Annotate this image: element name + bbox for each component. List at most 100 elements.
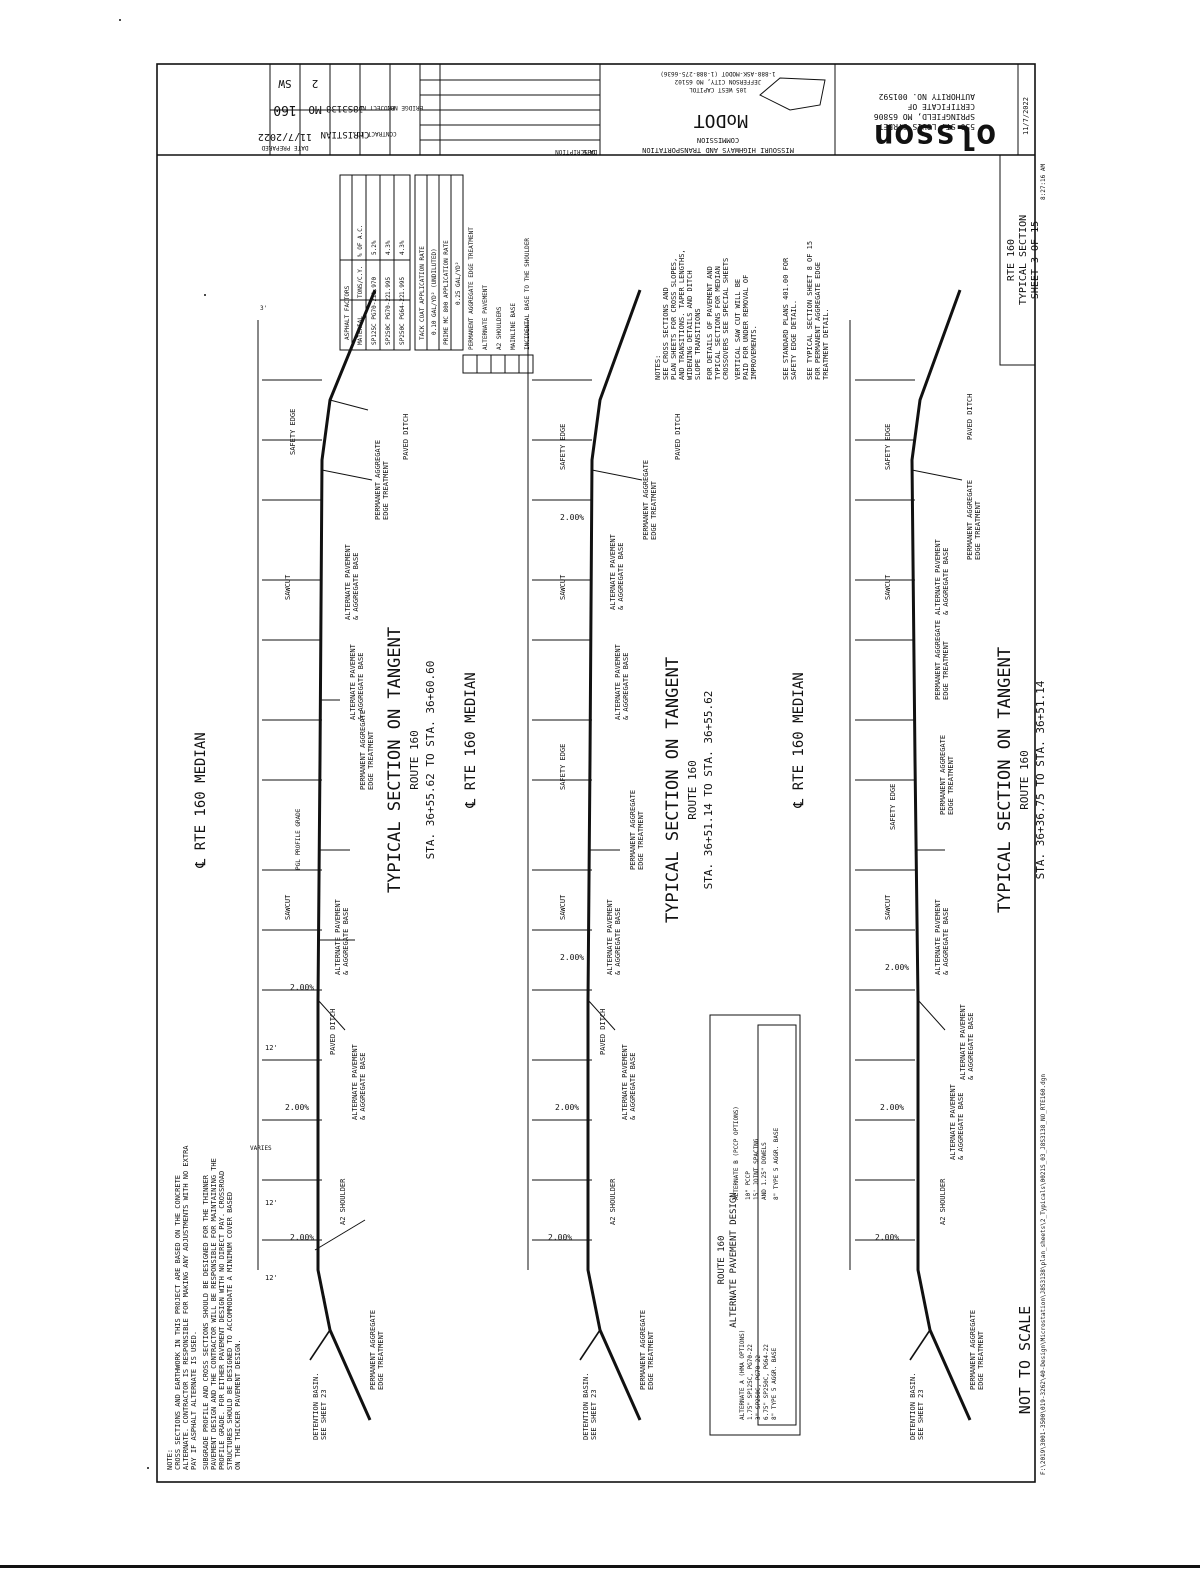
slope-label: 2.00% bbox=[290, 983, 314, 992]
sheet-title-2: TYPICAL SECTION bbox=[1018, 215, 1029, 305]
tack-coat-rate: 0.10 GAL/YD² (UNDILUTED) bbox=[431, 248, 438, 335]
alt-design-subtitle: ALTERNATE PAVEMENT DESIGN bbox=[729, 1192, 739, 1327]
callout-text: PERMANENT AGGREGATE bbox=[966, 480, 974, 560]
note-line: SEE STANDARD PLANS 401.00 FOR bbox=[782, 257, 790, 380]
slope-label: 2.00% bbox=[885, 963, 909, 972]
median-label: ℄ RTE 160 MEDIAN bbox=[463, 672, 479, 808]
callout-text: PAVED DITCH bbox=[329, 1009, 337, 1055]
callout-text: EDGE TREATMENT bbox=[942, 640, 950, 700]
bottom-border-line bbox=[0, 1565, 1200, 1568]
dimension-label: 12' bbox=[265, 1199, 278, 1207]
slope-label: 2.00% bbox=[560, 513, 584, 522]
callout-text: EDGE TREATMENT bbox=[977, 1330, 985, 1390]
callout-text: ALTERNATE PAVEMENT bbox=[934, 898, 942, 975]
modot-address-1: 105 WEST CAPITOL bbox=[689, 86, 747, 93]
plot-time: 8:27:16 AM bbox=[1040, 163, 1047, 200]
callout-text: ALTERNATE PAVEMENT bbox=[959, 1003, 967, 1080]
callout-text: SAWCUT bbox=[559, 574, 567, 600]
asphalt-factors-title: ASPHALT FACTORS bbox=[344, 285, 351, 340]
callout-text: SAFETY EDGE bbox=[559, 424, 567, 470]
callout-text: SEE SHEET 23 bbox=[917, 1389, 925, 1440]
slope-label: 2.00% bbox=[548, 1233, 572, 1242]
alt-a-line: 1.75" SP125C, PG70-22 bbox=[747, 1344, 754, 1420]
alternate-pavement-design: ROUTE 160 ALTERNATE PAVEMENT DESIGN ALTE… bbox=[709, 1014, 801, 1436]
notes-right: NOTES: SEE CROSS SECTIONS AND PLAN SHEET… bbox=[654, 241, 830, 380]
modot-logo-text: MoDOT bbox=[694, 110, 748, 131]
callout-text: SAFETY EDGE bbox=[289, 409, 297, 455]
callout-text: PAVED DITCH bbox=[599, 1009, 607, 1055]
note-line: ALTERNATE. CONTRACTOR IS RESPONSIBLE FOR… bbox=[182, 1145, 190, 1470]
note-line: FOR PERMANENT AGGREGATE EDGE bbox=[814, 262, 822, 380]
callout-text: SAFETY EDGE bbox=[889, 784, 897, 830]
note-title: NOTE: bbox=[166, 1449, 174, 1470]
callout-text: PGL PROFILE GRADE bbox=[295, 808, 302, 870]
callout-text: A2 SHOULDER bbox=[339, 1178, 347, 1225]
note-line: PAVEMENT DESIGN AND THE CONTRACTOR WILL … bbox=[210, 1158, 218, 1470]
callout-text: PERMANENT AGGREGATE bbox=[934, 620, 942, 700]
table-cell: 4.3% bbox=[399, 240, 406, 255]
alt-b-line: 15' JOINT SPACING bbox=[753, 1138, 760, 1200]
state-value: MO bbox=[308, 103, 321, 116]
county-value: CHRISTIAN bbox=[321, 129, 370, 139]
note-line: TREATMENT DETAIL. bbox=[822, 308, 830, 380]
callout-text: SAWCUT bbox=[559, 894, 567, 920]
note-line: ON THE THICKER PAVEMENT DESIGN. bbox=[234, 1339, 242, 1470]
note-line: STRUCTURES SHOULD BE DESIGNED TO ACCOMMO… bbox=[226, 1192, 234, 1470]
callout-text: EDGE TREATMENT bbox=[947, 755, 955, 815]
table-header: % OF A.C. bbox=[357, 224, 364, 257]
note-line: PAID FOR UNDER REMOVAL OF bbox=[742, 275, 750, 380]
section-station: STA. 36+55.62 TO STA. 36+60.60 bbox=[424, 661, 437, 860]
callout-text: & AGGREGATE BASE bbox=[942, 908, 950, 975]
callout-text: EDGE TREATMENT bbox=[637, 810, 645, 870]
slope-label: 2.00% bbox=[875, 1233, 899, 1242]
callout-text: & AGGREGATE BASE bbox=[622, 653, 630, 720]
median-label: ℄ RTE 160 MEDIAN bbox=[791, 672, 807, 808]
legend-item: A2 SHOULDERS bbox=[496, 306, 503, 350]
callout-text: & AGGREGATE BASE bbox=[342, 908, 350, 975]
tack-coat-table: TACK COAT APPLICATION RATE 0.10 GAL/YD² … bbox=[414, 174, 464, 351]
olsson-address-2: SPRINGFIELD, MO 65806 bbox=[874, 112, 975, 121]
slope-label: 2.00% bbox=[285, 1103, 309, 1112]
sheet-border bbox=[156, 63, 1036, 1483]
callout-text: SAWCUT bbox=[284, 894, 292, 920]
table-header: MATERIAL bbox=[357, 316, 364, 345]
callout-text: SAWCUT bbox=[884, 574, 892, 600]
date-label: DATE bbox=[582, 148, 597, 155]
title-block: DATE PREPARED 11/7/2022 160 SW MO 2 CHRI… bbox=[157, 64, 1035, 156]
callout-text: SEE SHEET 23 bbox=[320, 1389, 328, 1440]
olsson-logo-text: olsson bbox=[874, 116, 997, 156]
notes-top: NOTE: CROSS SECTIONS AND EARTHWORK IN TH… bbox=[166, 1145, 242, 1470]
typical-section-2 bbox=[527, 289, 643, 1421]
section-station: STA. 36+36.75 TO STA. 36+51.14 bbox=[1034, 680, 1047, 879]
callout-text: EDGE TREATMENT bbox=[367, 730, 375, 790]
section-route: ROUTE 160 bbox=[408, 730, 421, 790]
callout-text: DETENTION BASIN. bbox=[909, 1373, 917, 1440]
callout-text: SAWCUT bbox=[884, 894, 892, 920]
sheet-title-box bbox=[999, 154, 1036, 366]
note-line: SUBGRADE PROFILE AND CROSS SECTIONS SHOU… bbox=[202, 1174, 210, 1470]
bridge-label: BRIDGE NO. bbox=[387, 104, 423, 111]
section-station: STA. 36+51.14 TO STA. 36+55.62 bbox=[702, 691, 715, 890]
note-line: AND TRANSITIONS. TAPER LENGTHS, bbox=[678, 249, 686, 380]
sheet-title-3: SHEET 3 OF 15 bbox=[1030, 221, 1041, 299]
callout-text: ALTERNATE PAVEMENT bbox=[344, 543, 352, 620]
callout-text: A2 SHOULDER bbox=[939, 1178, 947, 1225]
dimension-label: VARIES bbox=[250, 1145, 272, 1152]
table-cell: 5.2% bbox=[371, 240, 378, 255]
legend-item: INCIDENTAL BASE TO THE SHOULDER bbox=[524, 238, 531, 350]
callout-text: SAWCUT bbox=[284, 574, 292, 600]
tack-coat-title: TACK COAT APPLICATION RATE bbox=[419, 246, 426, 340]
section-title: TYPICAL SECTION ON TANGENT bbox=[995, 647, 1015, 913]
callout-text: ALTERNATE PAVEMENT bbox=[351, 1043, 359, 1120]
callout-text: & AGGREGATE BASE bbox=[614, 908, 622, 975]
callout-text: SAFETY EDGE bbox=[884, 424, 892, 470]
slope-label: 2.00% bbox=[290, 1233, 314, 1242]
callout-text: ALTERNATE PAVEMENT bbox=[606, 898, 614, 975]
callout-text: & AGGREGATE BASE bbox=[957, 1093, 965, 1160]
note-line: FOR DETAILS OF PAVEMENT AND bbox=[706, 266, 714, 380]
project-label: PROJECT NO. bbox=[355, 104, 395, 111]
table-cell: 1.970 bbox=[371, 277, 378, 295]
legend: PERMANENT AGGREGATE EDGE TREATMENT ALTER… bbox=[462, 227, 534, 374]
alt-b-label: ALTERNATE B (PCCP OPTIONS) bbox=[733, 1106, 740, 1200]
stray-mark bbox=[147, 1467, 149, 1469]
